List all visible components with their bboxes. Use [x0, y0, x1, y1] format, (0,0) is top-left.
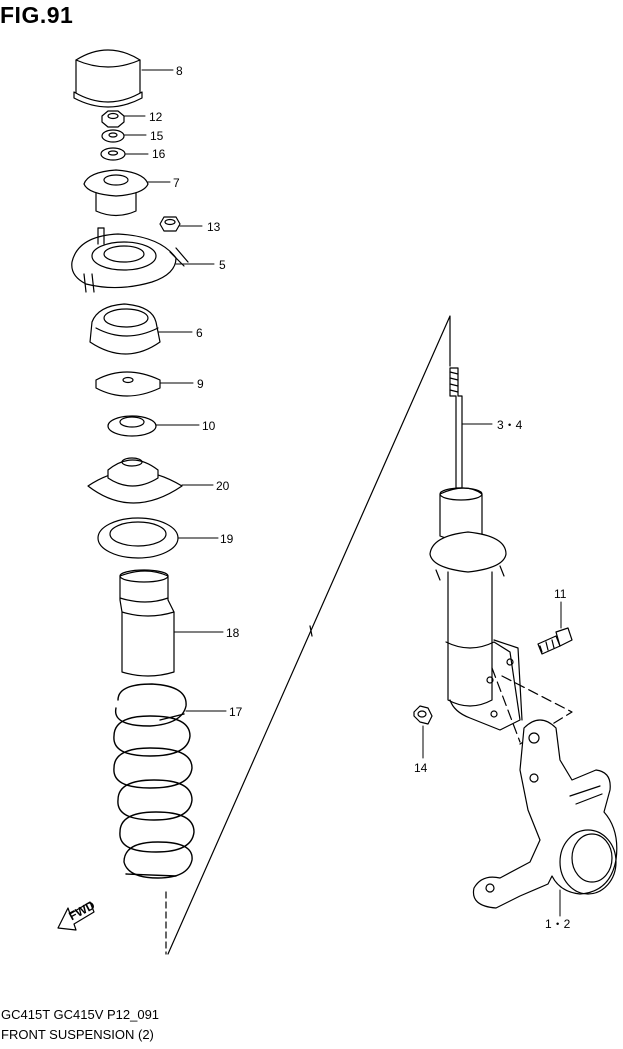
part-9-seat — [95, 371, 161, 397]
assembly-guide-lines — [165, 315, 451, 955]
part-5-strut-mount — [71, 227, 189, 293]
fwd-arrow-icon — [57, 901, 95, 931]
section-title-line: FRONT SUSPENSION (2) — [1, 1027, 154, 1042]
figure-title: FIG.91 — [0, 2, 74, 28]
callout-19: 19 — [220, 532, 234, 546]
part-1-2-knuckle — [472, 719, 618, 909]
part-15-washer — [101, 129, 125, 143]
callout-7: 7 — [173, 176, 180, 190]
callout-6: 6 — [196, 326, 203, 340]
part-17-coil-spring — [113, 683, 195, 879]
callout-labels: 8 12 15 16 7 13 5 6 9 10 20 19 18 17 3・4… — [149, 64, 571, 931]
part-8-cap — [73, 49, 143, 108]
figure-footer: GC415T GC415V P12_091 FRONT SUSPENSION (… — [1, 1005, 159, 1045]
callout-15: 15 — [150, 129, 164, 143]
part-18-bump-stop — [119, 569, 175, 677]
callout-17: 17 — [229, 705, 243, 719]
leader-lines — [123, 69, 562, 917]
part-7-bushing — [83, 169, 149, 217]
part-20-upper-seat — [87, 457, 183, 504]
part-10-insulator — [107, 415, 157, 437]
callout-12: 12 — [149, 110, 163, 124]
callout-13: 13 — [207, 220, 221, 234]
callout-14: 14 — [414, 761, 428, 775]
callout-10: 10 — [202, 419, 216, 433]
part-14-nut — [413, 705, 433, 725]
part-12-nut — [101, 110, 125, 128]
callout-11: 11 — [554, 587, 567, 601]
part-3-4-strut — [429, 367, 523, 731]
callout-3-4: 3・4 — [497, 418, 523, 432]
callout-9: 9 — [197, 377, 204, 391]
part-13-nut — [159, 216, 181, 232]
part-11-bolt — [537, 627, 573, 655]
part-16-washer — [100, 147, 126, 161]
callout-16: 16 — [152, 147, 166, 161]
part-6-bearing — [89, 303, 161, 355]
callout-8: 8 — [176, 64, 183, 78]
callout-20: 20 — [216, 479, 230, 493]
callout-18: 18 — [226, 626, 240, 640]
callout-5: 5 — [219, 258, 226, 272]
part-19-ring — [97, 517, 179, 559]
callout-1-2: 1・2 — [545, 917, 571, 931]
model-code-line: GC415T GC415V P12_091 — [1, 1007, 160, 1022]
